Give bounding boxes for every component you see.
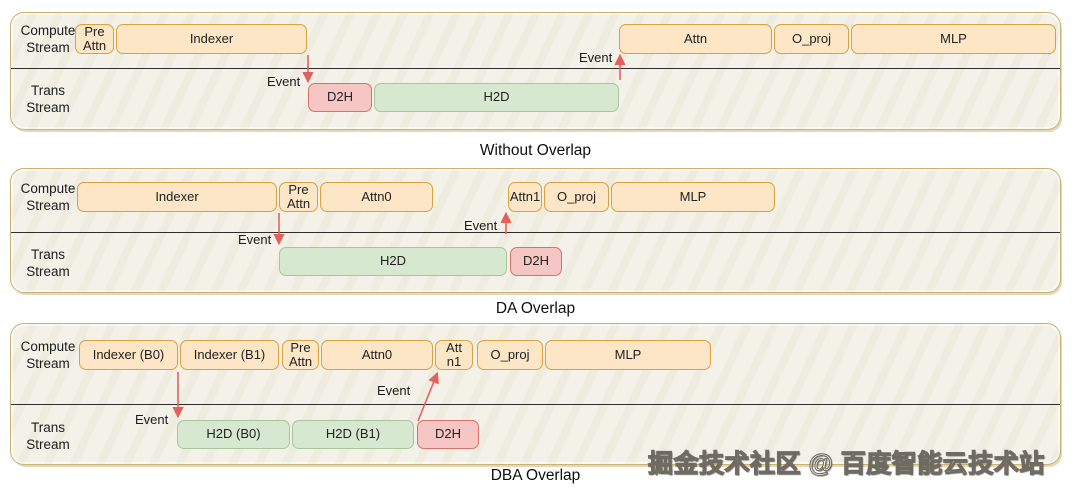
transfer-box: D2H [417, 420, 479, 449]
transfer-box: D2H [308, 83, 372, 112]
compute-task-box: Pre Attn [279, 182, 318, 212]
row-label-trans-stream: Trans Stream [26, 83, 70, 115]
stream-divider [11, 68, 1060, 69]
event-label: Event [135, 412, 169, 427]
compute-task-box: Indexer [116, 24, 307, 54]
transfer-box: H2D (B1) [292, 420, 414, 449]
compute-task-box: MLP [611, 182, 775, 212]
compute-task-box: MLP [545, 340, 711, 370]
stream-divider [11, 404, 1060, 405]
transfer-box: H2D [374, 83, 619, 112]
row-label-compute-stream: Compute Stream [20, 339, 76, 371]
compute-task-box: MLP [851, 24, 1056, 54]
compute-task-box: Pre Attn [282, 340, 319, 370]
panel-title-da-overlap: DA Overlap [495, 300, 576, 317]
watermark: 掘金技术社区 @ 百度智能云技术站 [647, 449, 1045, 478]
event-label: Event [464, 218, 498, 233]
row-label-compute-stream: Compute Stream [20, 23, 76, 55]
compute-task-box: Att n1 [435, 340, 473, 370]
compute-task-box: Attn1 [508, 182, 542, 212]
compute-task-box: Attn0 [320, 182, 433, 212]
compute-task-box: Attn0 [321, 340, 433, 370]
row-label-compute-stream: Compute Stream [20, 181, 76, 213]
transfer-box: D2H [510, 247, 562, 276]
row-label-trans-stream: Trans Stream [26, 247, 70, 279]
compute-task-box: Indexer (B1) [180, 340, 279, 370]
compute-task-box: O_proj [544, 182, 609, 212]
event-label: Event [579, 50, 613, 65]
compute-task-box: O_proj [477, 340, 543, 370]
event-arrow [417, 371, 439, 422]
event-label: Event [267, 74, 301, 89]
panel-title-dba-overlap: DBA Overlap [490, 467, 581, 484]
compute-task-box: Attn [619, 24, 772, 54]
event-label: Event [238, 232, 272, 247]
stream-divider [11, 232, 1060, 233]
transfer-box: H2D (B0) [177, 420, 290, 449]
compute-task-box: Indexer [77, 182, 277, 212]
compute-task-box: O_proj [774, 24, 849, 54]
event-label: Event [377, 383, 411, 398]
transfer-box: H2D [279, 247, 507, 276]
compute-task-box: Pre Attn [75, 24, 114, 54]
compute-task-box: Indexer (B0) [79, 340, 178, 370]
panel-title-without-overlap: Without Overlap [479, 142, 592, 159]
row-label-trans-stream: Trans Stream [26, 420, 70, 452]
